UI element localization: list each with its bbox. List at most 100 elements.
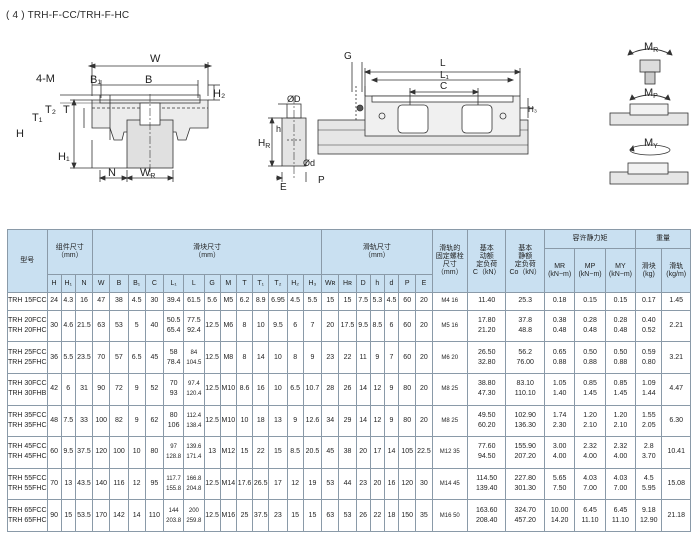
section-caption: ( 4 ) TRH-F-CC/TRH-F-HC bbox=[6, 10, 130, 21]
cell-h2: 12 bbox=[286, 467, 304, 501]
cell-my: 0.15 bbox=[604, 292, 637, 311]
moment-labels: MR MP MY bbox=[644, 41, 658, 150]
cell-l1: 39.4 bbox=[162, 292, 185, 311]
cell-m: M14 bbox=[219, 467, 237, 501]
cell-hr: 44 bbox=[338, 467, 357, 501]
moment-diagrams bbox=[609, 48, 689, 185]
label-HR: HR bbox=[258, 138, 270, 150]
cell-t: 25 bbox=[235, 499, 254, 532]
label-d: Ød bbox=[303, 158, 315, 168]
col-N: N bbox=[74, 274, 94, 293]
label-WR: WR bbox=[140, 167, 155, 180]
cell-w: 47 bbox=[92, 292, 111, 311]
cell-t1: 16 bbox=[252, 373, 270, 406]
label-B1: B₁ bbox=[90, 74, 101, 86]
cell-t: 8 bbox=[235, 309, 254, 343]
cell-d: 14 bbox=[355, 404, 371, 438]
col-L: L bbox=[183, 274, 205, 293]
cell-d: 9.5 bbox=[355, 309, 371, 343]
cell-h1: 7.5 bbox=[60, 404, 76, 438]
col-B1: B₁ bbox=[127, 274, 146, 293]
col-D: D bbox=[355, 274, 371, 293]
cell-t: 10 bbox=[235, 404, 254, 438]
header-MR: MR(kN−m) bbox=[543, 248, 576, 293]
cell-c: 45 bbox=[144, 341, 165, 375]
cell-h: 30 bbox=[46, 309, 62, 343]
col-C: C bbox=[144, 274, 165, 293]
cell-d: 18 bbox=[383, 499, 400, 532]
cell-h: 70 bbox=[46, 467, 62, 501]
cell-d: 9 bbox=[383, 373, 400, 406]
cell-g: 12.5 bbox=[203, 341, 221, 375]
label-G: G bbox=[344, 51, 352, 62]
cell-d: 11 bbox=[355, 341, 371, 375]
cell-b1: 5 bbox=[127, 309, 146, 343]
cell-h1: 13 bbox=[60, 467, 76, 501]
cell-d: 4.5 bbox=[383, 292, 400, 311]
cell-g: 12.5 bbox=[203, 467, 221, 501]
front-view-labels: W B B₁ 4-M T T₁ T₂ H H₁ H₂ N WR bbox=[16, 53, 225, 180]
cell-hr: 53 bbox=[338, 499, 357, 532]
cell-b: 116 bbox=[109, 467, 129, 501]
cell-b: 57 bbox=[109, 341, 129, 375]
cell-b: 82 bbox=[109, 404, 129, 438]
cell-h: 24 bbox=[46, 292, 62, 311]
cell-g: 5.6 bbox=[203, 292, 221, 311]
cell-t1: 37.5 bbox=[252, 499, 270, 532]
cell-bolt: M4 16 bbox=[431, 292, 468, 311]
header-weight-block: 滑块(kg) bbox=[635, 248, 663, 293]
cell-bolt: M16 50 bbox=[431, 499, 468, 532]
cell-h2: 6.5 bbox=[286, 373, 304, 406]
cell-c: 110 bbox=[144, 499, 165, 532]
cell-wr: 53 bbox=[321, 467, 340, 501]
cell-e: 20 bbox=[415, 341, 433, 375]
cell-t1: 26.5 bbox=[252, 467, 270, 501]
cell-hr: 15 bbox=[338, 292, 357, 311]
col-P: P bbox=[398, 274, 417, 293]
cell-m: M16 bbox=[219, 499, 237, 532]
cell-t2: 23 bbox=[268, 499, 288, 532]
col-L1: L₁ bbox=[162, 274, 185, 293]
cell-h: 17 bbox=[369, 436, 385, 469]
col-h: h bbox=[369, 274, 385, 293]
cell-c: 40 bbox=[144, 309, 165, 343]
cell-h1: 5.5 bbox=[60, 341, 76, 375]
col-H2: H₂ bbox=[286, 274, 304, 293]
cell-h3: 15 bbox=[302, 499, 323, 532]
cell-w: 170 bbox=[92, 499, 111, 532]
cell-n: 21.5 bbox=[74, 309, 94, 343]
cell-p: 120 bbox=[398, 467, 417, 501]
cell-wr: 1.45 bbox=[661, 292, 691, 311]
cell-t1: 10 bbox=[252, 309, 270, 343]
cell-n: 43.5 bbox=[74, 467, 94, 501]
cell-m: M10 bbox=[219, 404, 237, 438]
cell-w: 120 bbox=[92, 436, 111, 469]
cell-m: M12 bbox=[219, 436, 237, 469]
cell-g: 12.5 bbox=[203, 404, 221, 438]
cell-p: 60 bbox=[398, 341, 417, 375]
cell-wr: 20 bbox=[321, 309, 340, 343]
cell-m: M6 bbox=[219, 309, 237, 343]
cell-w: 90 bbox=[92, 373, 111, 406]
cell-t2: 10 bbox=[268, 373, 288, 406]
cell-h1: 4.6 bbox=[60, 309, 76, 343]
